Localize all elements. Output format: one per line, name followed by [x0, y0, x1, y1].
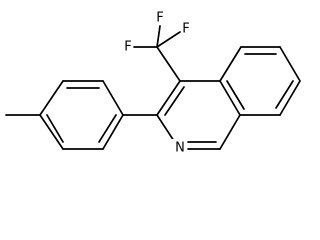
isoquinoline-c4a-c8a-inner	[226, 80, 245, 110]
fluorine-label-right: F	[182, 22, 189, 37]
isoquinoline-c3-c4-inner	[164, 86, 185, 116]
bonds-group	[5, 25, 301, 150]
nitrogen-label: N	[175, 141, 185, 155]
tolyl-bond-1	[39, 80, 64, 116]
atom-labels-group: F F F N	[124, 11, 190, 155]
cf-bond-right	[156, 31, 181, 48]
n-label-background	[171, 139, 187, 154]
tolyl-bond-6	[39, 114, 64, 150]
fluorine-label-left: F	[124, 40, 131, 55]
chemical-structure-diagram: F F F N	[5, 11, 301, 155]
isoquinoline-c8a-c1	[219, 114, 241, 150]
isoquinoline-c6-c7	[279, 46, 301, 82]
isoquinoline-c7-c8-inner	[275, 80, 294, 109]
isoquinoline-c4a-c8a	[219, 80, 241, 116]
structure-canvas: F F F N	[5, 10, 301, 155]
fluorine-label-top: F	[156, 11, 163, 26]
cf3-bond	[156, 46, 181, 82]
cf-bond-upper	[156, 25, 161, 48]
tolyl-inner-bond-2	[98, 114, 117, 143]
tolyl-bond-3	[102, 80, 124, 116]
isoquinoline-n-c3	[156, 114, 175, 142]
tolyl-bond-4	[102, 114, 124, 150]
isoquinoline-c7-c8	[279, 80, 301, 116]
isoquinoline-c4a-c5	[219, 46, 242, 82]
isoquinoline-c3-c4	[156, 80, 181, 116]
tolyl-inner-bond-3	[46, 114, 64, 143]
